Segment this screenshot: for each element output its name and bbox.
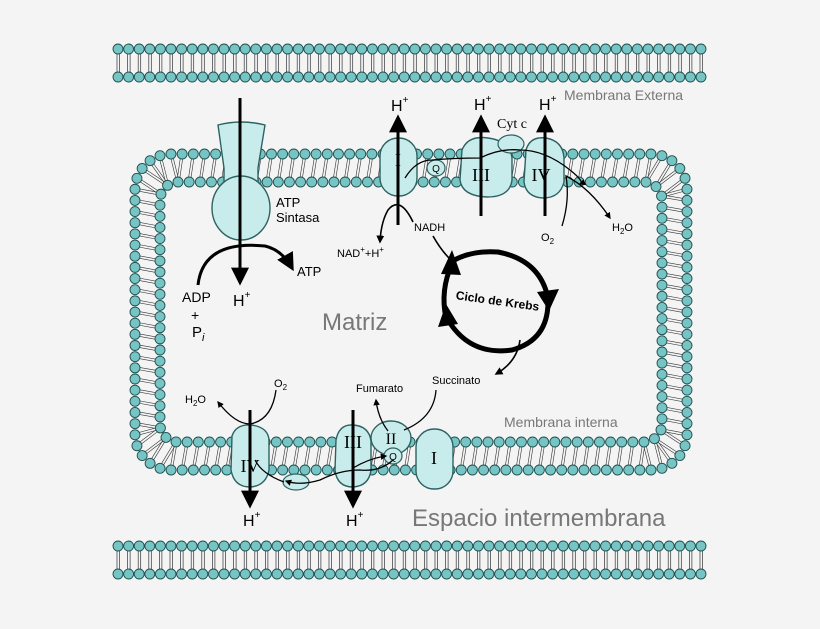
cytochrome-c-bottom xyxy=(282,473,310,491)
label-h-atp: H+ xyxy=(233,290,251,310)
label-h-bottom-iii: H+ xyxy=(346,510,364,530)
label-matrix: Matriz xyxy=(322,309,387,336)
label-complex-iv-bottom: IV xyxy=(241,456,260,476)
label-h2o-bottom: H2O xyxy=(185,394,206,408)
label-complex-ii: II xyxy=(386,431,397,448)
label-nadh: NADH xyxy=(414,222,445,234)
label-complex-i-top: I xyxy=(395,150,401,170)
label-q-bottom: Q xyxy=(389,452,397,463)
label-cyt-c: Cyt c xyxy=(497,117,527,132)
arrows xyxy=(196,98,611,509)
label-o2-bottom: O2 xyxy=(274,378,288,392)
outer-membrane-bottom xyxy=(112,540,707,580)
label-intermembrane-space: Espacio intermembrana xyxy=(412,505,666,532)
label-atp-synthase: ATP xyxy=(276,195,300,210)
complex-i-bottom xyxy=(415,428,454,490)
label-o2-top: O2 xyxy=(541,232,555,246)
label-pi: Pi xyxy=(192,324,205,344)
label-succinato: Succinato xyxy=(432,375,480,387)
label-fumarato: Fumarato xyxy=(356,383,403,395)
cytochrome-c xyxy=(497,134,525,154)
label-q-top: Q xyxy=(432,164,440,175)
label-atp: ATP xyxy=(297,264,321,279)
complex-iii-top xyxy=(459,136,513,198)
label-complex-iii-top: III xyxy=(472,165,490,185)
label-h-complex-iv: H+ xyxy=(539,94,557,114)
label-outer-membrane: Membrana Externa xyxy=(564,87,683,103)
label-h2o-top: H2O xyxy=(612,222,633,236)
outer-membrane-top xyxy=(112,43,707,83)
label-inner-membrane: Membrana interna xyxy=(504,414,618,430)
label-atp-synthase-2: Sintasa xyxy=(276,210,320,225)
label-nad: NAD++H+ xyxy=(337,245,384,260)
label-h-complex-iii: H+ xyxy=(474,94,492,114)
label-adp: ADP xyxy=(182,289,211,305)
label-h-bottom-iv: H+ xyxy=(243,510,261,530)
label-complex-i-bottom: I xyxy=(431,448,437,468)
label-complex-iv-top: IV xyxy=(532,165,551,185)
label-h-complex-i: H+ xyxy=(391,95,409,115)
label-plus: + xyxy=(191,307,199,323)
label-krebs: Ciclo de Krebs xyxy=(455,288,540,314)
label-complex-iii-bottom: III xyxy=(344,432,362,452)
